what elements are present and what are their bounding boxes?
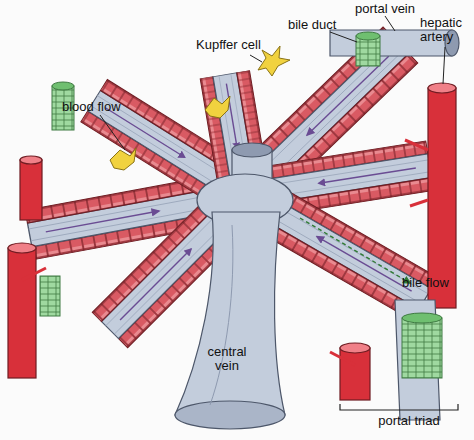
kupffer-cell xyxy=(205,96,230,118)
kupffer-cell xyxy=(110,148,136,170)
arteriole xyxy=(330,352,355,365)
bile-duct xyxy=(40,276,60,316)
central-vein xyxy=(175,212,285,415)
hepatic-artery-end xyxy=(8,243,36,253)
central-vein-opening xyxy=(232,143,272,157)
portal-triad-bracket xyxy=(340,404,458,410)
leader-line xyxy=(385,16,395,31)
part-label: portal vein xyxy=(355,2,435,16)
part-label: bile duct xyxy=(288,18,352,32)
bile-flow-arrow xyxy=(300,218,410,283)
hepatic-artery xyxy=(20,160,42,220)
bile-duct-end xyxy=(402,313,442,323)
central-vein-base xyxy=(175,401,285,429)
part-label: blood flow xyxy=(62,100,142,114)
bile-duct xyxy=(402,318,442,378)
part-label: Kupffer cell xyxy=(196,38,276,52)
hepatic-artery xyxy=(340,348,370,400)
vein-shading xyxy=(210,225,233,405)
part-label: bile flow xyxy=(402,276,472,290)
part-label: portal triad xyxy=(358,414,460,428)
part-label: central vein xyxy=(196,345,258,373)
hepatic-artery xyxy=(428,88,456,308)
leader-line xyxy=(100,115,125,150)
kupffer-cell xyxy=(258,46,290,76)
hepatic-artery-end xyxy=(20,156,42,164)
leader-line xyxy=(443,47,445,84)
bile-duct-end xyxy=(356,32,380,40)
part-label: hepatic artery xyxy=(420,16,472,44)
leader-line xyxy=(330,32,357,42)
hepatic-artery-end xyxy=(428,83,456,93)
leader-line xyxy=(250,55,262,62)
bile-duct-end xyxy=(52,82,74,90)
hepatic-artery xyxy=(8,248,36,378)
arteriole xyxy=(405,140,428,206)
hepatic-artery-end xyxy=(340,343,370,353)
